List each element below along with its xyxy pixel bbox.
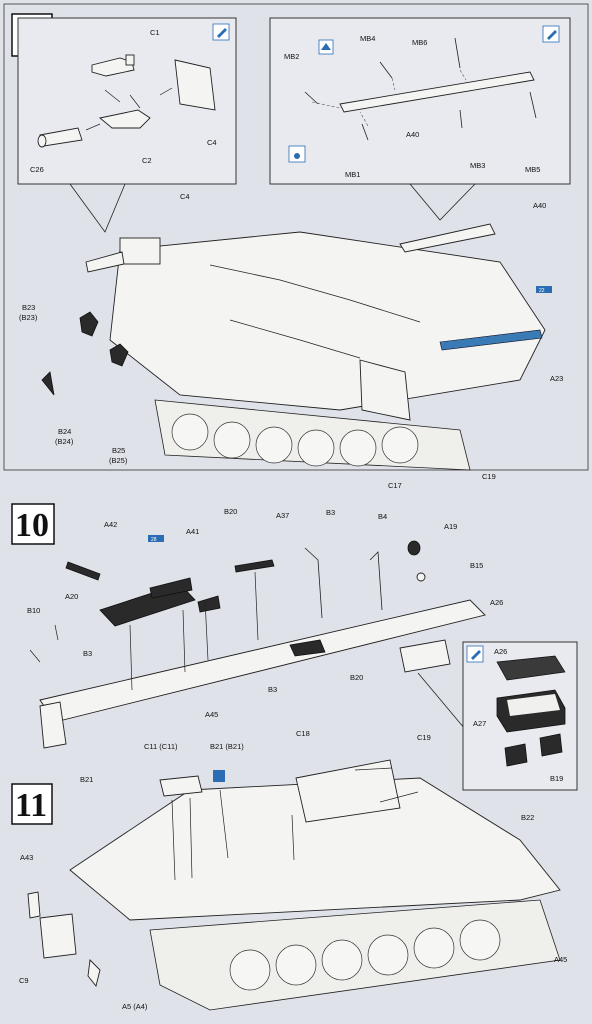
label-A26-inset: A26 [494, 647, 507, 656]
step-10-number: 10 [15, 507, 49, 544]
label-B3-right: B3 [268, 685, 277, 694]
label-B19: B19 [550, 774, 563, 783]
label-B24: B24 [58, 427, 71, 436]
label-MB4: MB4 [360, 34, 375, 43]
label-C18: C18 [296, 729, 310, 738]
label-C4: C4 [207, 138, 217, 147]
label-MB5: MB5 [525, 165, 540, 174]
label-A5-A4: A5 (A4) [122, 1002, 148, 1011]
label-C26: C26 [30, 165, 44, 174]
ref-badge-text: 22 [539, 288, 545, 294]
label-C19: C19 [482, 472, 496, 481]
label-B10: B10 [27, 606, 40, 615]
label-B21-paren: B21 (B21) [210, 742, 244, 751]
label-A42: A42 [104, 520, 117, 529]
ref-badge-10 [148, 535, 164, 542]
step-9-inset-right: MB2 MB4 MB6 A40 MB1 MB3 MB5 [269, 17, 571, 185]
step-11-number-box [11, 783, 53, 825]
label-A41: A41 [186, 527, 199, 536]
label-A37: A37 [276, 511, 289, 520]
label-B3-left: B3 [83, 649, 92, 658]
ref-badge [536, 286, 552, 293]
step-11-number: 11 [15, 787, 47, 824]
step-10-number-box [11, 503, 55, 545]
label-B21: B21 [80, 775, 93, 784]
label-A27: A27 [473, 719, 486, 728]
step-9: 9 C1 C4 C2 C26 [3, 3, 589, 490]
label-B20-lower: B20 [350, 673, 363, 682]
label-A19: A19 [444, 522, 457, 531]
label-B23-paren: (B23) [19, 313, 38, 322]
label-B25-paren: (B25) [109, 456, 128, 465]
label-MB3: MB3 [470, 161, 485, 170]
label-A43: A43 [20, 853, 33, 862]
label-A40: A40 [406, 130, 419, 139]
label-B3-top: B3 [326, 508, 335, 517]
step-11: 11 C11 (C11) B21 (B21) C18 C19 B21 B22 A… [11, 729, 567, 1011]
label-C11: C11 (C11) [144, 742, 178, 751]
label-B4: B4 [378, 512, 387, 521]
label-B25: B25 [112, 446, 125, 455]
step-10: 10 A42 A41 B20 A37 B3 B4 A19 B15 A26 B10… [11, 503, 578, 791]
label-C17: C17 [388, 481, 402, 490]
label-C1: C1 [150, 28, 160, 37]
label-C2: C2 [142, 156, 152, 165]
decal-icon [213, 770, 225, 782]
step-9-inset-left: C1 C4 C2 C26 [17, 17, 237, 185]
label-A40-main: A40 [533, 201, 546, 210]
label-A45: A45 [205, 710, 218, 719]
label-B20: B20 [224, 507, 237, 516]
ref-badge-10-text: 28 [151, 537, 157, 543]
label-C4-main: C4 [180, 192, 190, 201]
label-C9: C9 [19, 976, 29, 985]
label-B15: B15 [470, 561, 483, 570]
label-MB6: MB6 [412, 38, 427, 47]
label-B23: B23 [22, 303, 35, 312]
step-10-inset: A26 A27 B19 [417, 641, 578, 791]
step-9-vehicle: C4 A40 B23 (B23) B24 (B24) B25 (B25) C17… [19, 192, 563, 490]
label-B22: B22 [521, 813, 534, 822]
label-A20: A20 [65, 592, 78, 601]
label-C19-11: C19 [417, 733, 431, 742]
label-MB1: MB1 [345, 170, 360, 179]
label-MB2: MB2 [284, 52, 299, 61]
label-A23: A23 [550, 374, 563, 383]
label-A45-11: A45 [554, 955, 567, 964]
label-B24-paren: (B24) [55, 437, 74, 446]
label-A26: A26 [490, 598, 503, 607]
